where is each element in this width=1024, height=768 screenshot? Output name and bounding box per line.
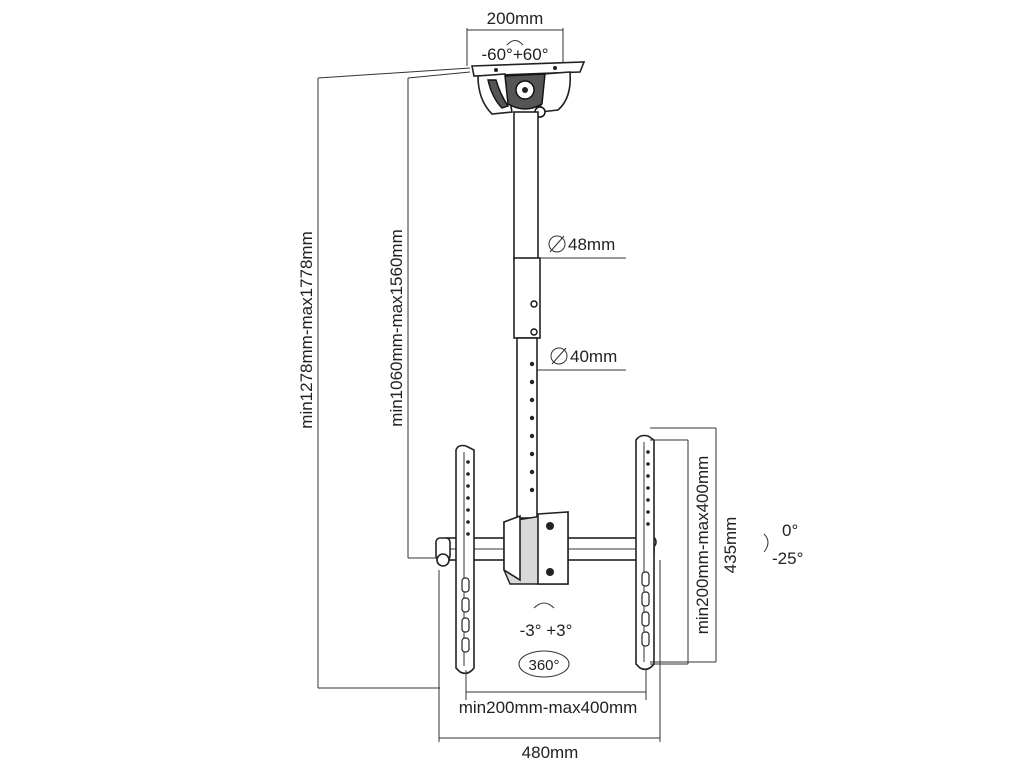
vertical-dimensions: min200mm-max400mm 435mm bbox=[650, 427, 740, 665]
right-vesa-arm bbox=[635, 434, 655, 671]
swivel-range-label: -60°+60° bbox=[481, 45, 548, 64]
vesa-vertical-label: min200mm-max400mm bbox=[693, 456, 712, 635]
bracket-width-label: 480mm bbox=[522, 743, 579, 762]
swivel-arc-icon bbox=[506, 40, 524, 46]
lower-pole-diameter-label: 40mm bbox=[570, 347, 617, 366]
top-plate-dimension: 200mm -60°+60° bbox=[466, 9, 564, 66]
total-height-dimension: min1278mm-max1778mm bbox=[297, 67, 471, 689]
vesa-horizontal-label: min200mm-max400mm bbox=[459, 698, 638, 717]
pole-height-label: min1060mm-max1560mm bbox=[387, 229, 406, 426]
tilt-indicator: 0° -25° bbox=[763, 521, 803, 568]
lower-pole: 40mm bbox=[516, 337, 626, 519]
bracket-height-label: 435mm bbox=[721, 517, 740, 574]
level-arc-icon bbox=[533, 602, 555, 609]
tilt-top-label: 0° bbox=[782, 521, 798, 540]
ceiling-plate bbox=[471, 61, 586, 118]
rotation-icon bbox=[518, 650, 570, 678]
left-vesa-arm bbox=[455, 444, 475, 675]
rotation-label: 360° bbox=[528, 657, 559, 674]
crossbar-assembly bbox=[435, 511, 657, 585]
diameter-icon bbox=[550, 347, 568, 365]
horizontal-dimensions: min200mm-max400mm 480mm bbox=[438, 560, 661, 762]
top-plate-width-label: 200mm bbox=[487, 9, 544, 28]
level-rotation-indicator: -3° +3° 360° bbox=[518, 602, 573, 678]
upper-pole: 48mm bbox=[513, 111, 626, 339]
level-adjust-label: -3° +3° bbox=[520, 621, 573, 640]
tilt-bottom-label: -25° bbox=[772, 549, 803, 568]
tilt-arc-icon bbox=[763, 533, 769, 553]
upper-pole-diameter-label: 48mm bbox=[568, 235, 615, 254]
diameter-icon bbox=[548, 235, 566, 253]
pole-height-dimension: min1060mm-max1560mm bbox=[387, 71, 471, 559]
total-height-label: min1278mm-max1778mm bbox=[297, 231, 316, 428]
